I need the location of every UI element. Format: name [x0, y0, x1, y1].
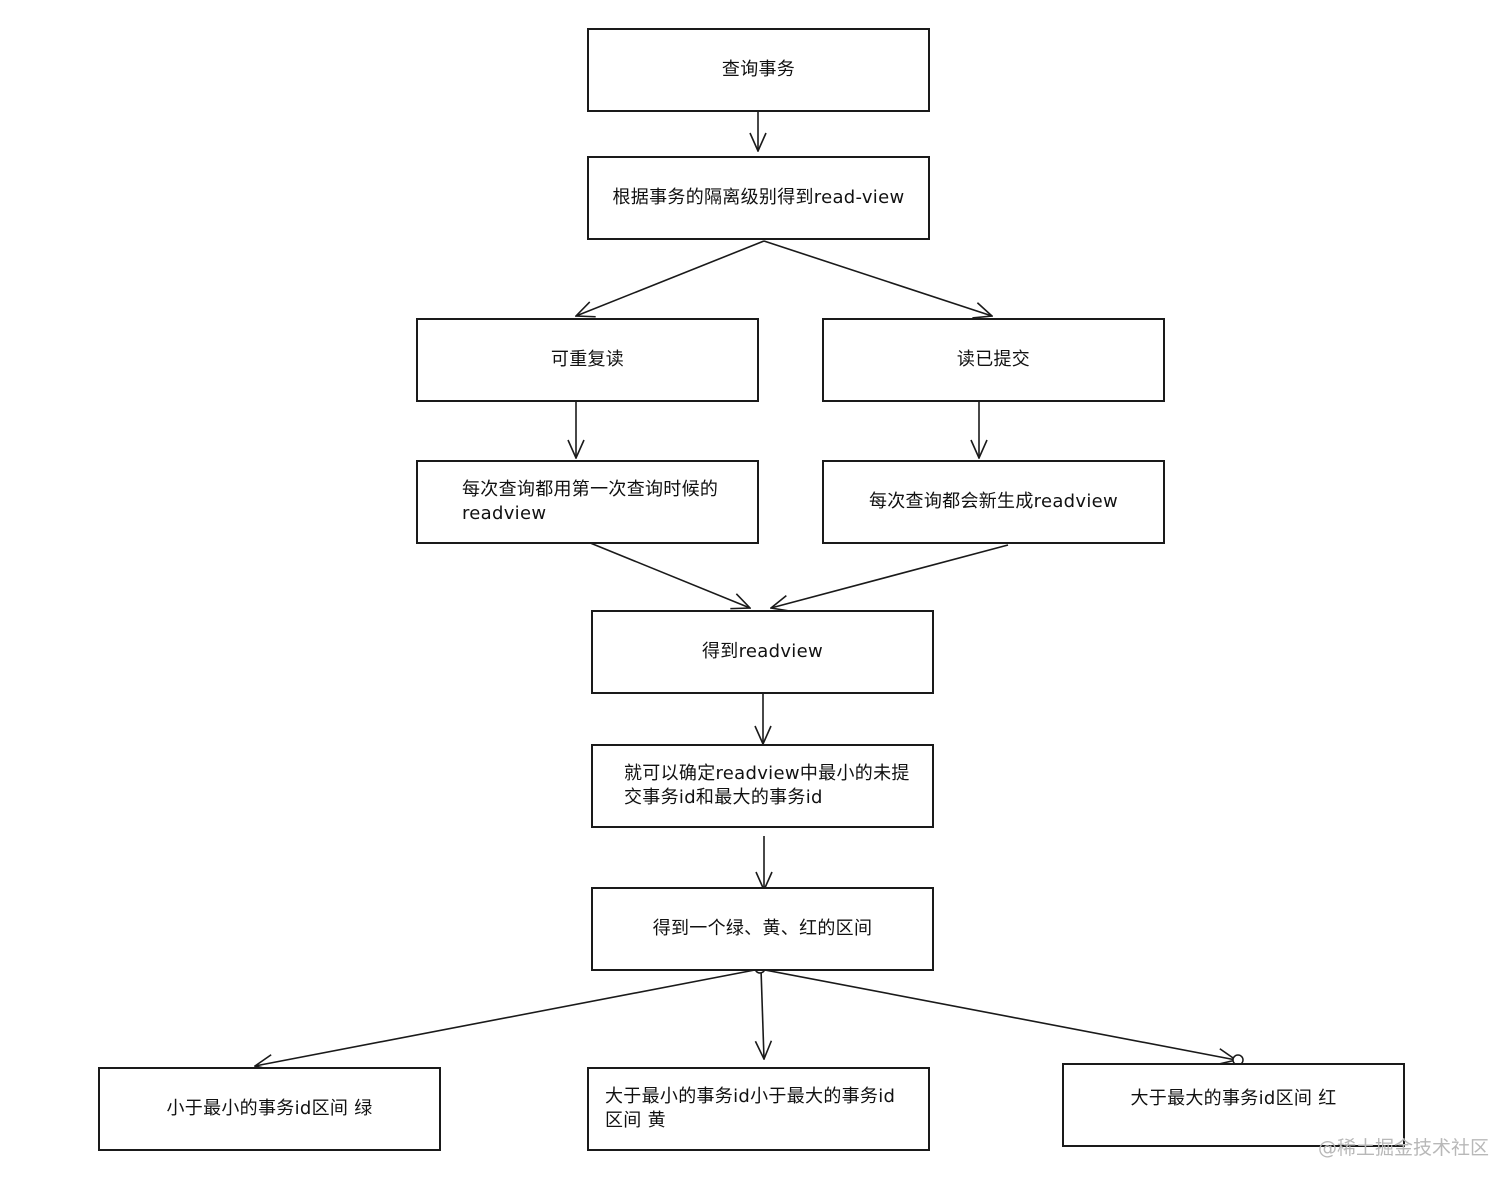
arrow-rr-readview-to-got	[577, 537, 750, 608]
node-label: 读已提交	[956, 349, 1031, 370]
node-label: 大于最大的事务id区间 红	[1130, 1088, 1337, 1109]
node-yellow-interval: 大于最小的事务id小于最大的事务id 区间 黄	[587, 1067, 930, 1151]
node-label: 每次查询都用第一次查询时候的 readview	[462, 479, 719, 524]
node-determine-ids: 就可以确定readview中最小的未提 交事务id和最大的事务id	[591, 744, 934, 828]
node-label: 小于最小的事务id区间 绿	[166, 1098, 373, 1119]
node-label: 查询事务	[721, 59, 796, 80]
node-rc-readview: 每次查询都会新生成readview	[822, 460, 1165, 544]
node-red-interval: 大于最大的事务id区间 红	[1062, 1063, 1405, 1147]
node-label: 大于最小的事务id小于最大的事务id 区间 黄	[605, 1086, 896, 1131]
node-query-transaction: 查询事务	[587, 28, 930, 112]
arrow-intervals-to-red	[759, 968, 1236, 1060]
node-label: 可重复读	[550, 349, 625, 370]
node-got-readview: 得到readview	[591, 610, 934, 694]
node-repeatable-read: 可重复读	[416, 318, 759, 402]
arrow-isolation-to-rc	[763, 240, 992, 316]
node-label: 就可以确定readview中最小的未提 交事务id和最大的事务id	[624, 763, 910, 808]
node-read-committed: 读已提交	[822, 318, 1165, 402]
node-label: 得到一个绿、黄、红的区间	[652, 918, 873, 939]
arrow-intervals-to-green	[255, 968, 761, 1066]
node-get-readview-by-isolation: 根据事务的隔离级别得到read-view	[587, 156, 930, 240]
arrow-rc-readview-to-got	[771, 544, 1009, 608]
watermark: @稀土掘金技术社区	[1318, 1137, 1490, 1159]
arrow-intervals-to-yellow	[761, 968, 764, 1059]
node-label: 根据事务的隔离级别得到read-view	[612, 187, 905, 208]
arrow-isolation-to-rr	[576, 240, 765, 316]
node-green-interval: 小于最小的事务id区间 绿	[98, 1067, 441, 1151]
node-label: 每次查询都会新生成readview	[868, 491, 1119, 512]
node-get-intervals: 得到一个绿、黄、红的区间	[591, 887, 934, 971]
node-rr-readview: 每次查询都用第一次查询时候的 readview	[416, 460, 759, 544]
node-label: 得到readview	[702, 641, 823, 662]
